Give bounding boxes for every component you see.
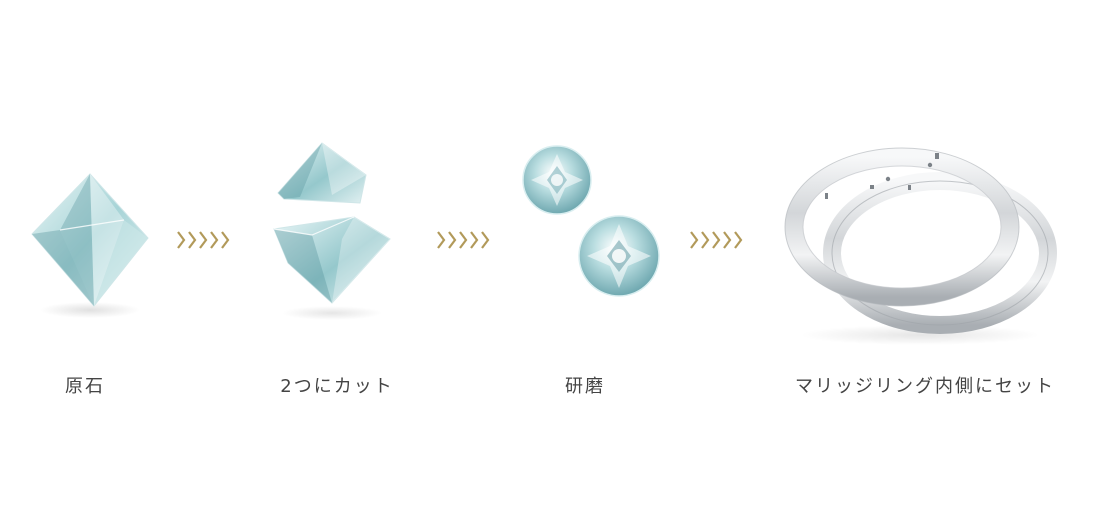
chevron-right-icon	[690, 231, 699, 249]
chevron-right-icon	[221, 231, 230, 249]
step-label-ring-set: マリッジリング内側にセット	[795, 376, 1055, 397]
chevron-right-icon	[437, 231, 446, 249]
chevron-right-icon	[177, 231, 186, 249]
step-label-cut: 2つにカット	[280, 376, 394, 397]
chevron-right-icon	[712, 231, 721, 249]
engraving-marks	[825, 153, 939, 199]
chevron-right-icon	[734, 231, 743, 249]
rough-diamond-icon	[31, 173, 149, 318]
chevron-right-icon	[199, 231, 208, 249]
chevron-right-icon	[188, 231, 197, 249]
chevron-right-icon	[723, 231, 732, 249]
arrow-group-3	[689, 226, 744, 254]
chevron-right-icon	[470, 231, 479, 249]
wedding-rings-icon	[784, 147, 1057, 345]
cut-diamond-icon	[273, 142, 391, 320]
chevron-right-icon	[210, 231, 219, 249]
polished-diamond-icon	[522, 145, 660, 297]
chevron-right-icon	[701, 231, 710, 249]
chevron-right-icon	[448, 231, 457, 249]
step-label-polish: 研磨	[565, 376, 605, 397]
chevron-right-icon	[459, 231, 468, 249]
arrow-group-1	[176, 226, 231, 254]
chevron-right-icon	[481, 231, 490, 249]
arrow-group-2	[436, 226, 491, 254]
step-label-rough: 原石	[65, 376, 105, 397]
